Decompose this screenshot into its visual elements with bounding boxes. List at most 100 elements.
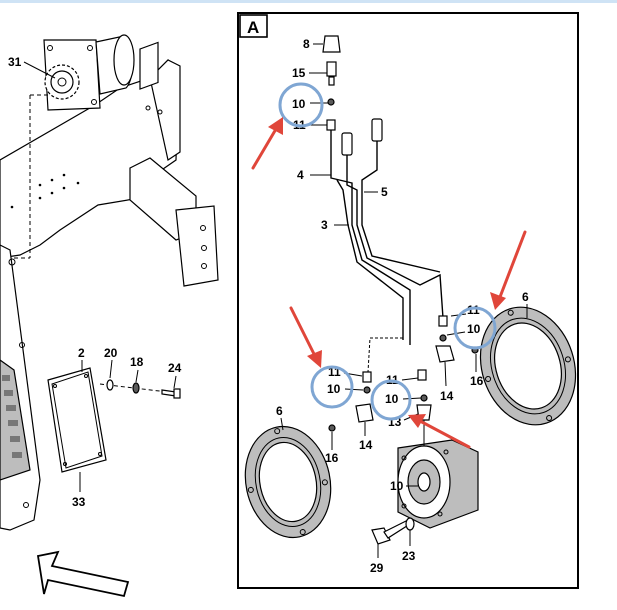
flange-hole: [87, 45, 93, 51]
hose-3: [361, 141, 441, 273]
callout-3: 3: [321, 218, 328, 232]
callout-6-left: 6: [276, 404, 283, 418]
bracket-hole: [145, 105, 151, 111]
cover-hole: [53, 384, 57, 388]
callout-5: 5: [381, 185, 388, 199]
cover-hole: [63, 462, 67, 466]
bracket-tab: [139, 41, 159, 90]
leader-20: [109, 359, 113, 379]
fitting-11-mid: [417, 369, 427, 381]
callout-24: 24: [168, 361, 182, 375]
elbow-14-left: [355, 403, 374, 423]
callout-31: 31: [8, 55, 22, 69]
motor-end: [113, 34, 135, 86]
cover-hole: [84, 374, 88, 378]
adapter-15-thread: [328, 76, 335, 86]
callout-14-right: 14: [440, 389, 454, 403]
fitting-11-left: [362, 371, 372, 383]
callout-10-right: 10: [467, 322, 481, 336]
leader-18: [135, 369, 139, 383]
plate-rivets: [10, 173, 80, 209]
housing-screw: [8, 258, 16, 266]
callout-29: 29: [370, 561, 384, 575]
leader-14-right: [444, 361, 447, 387]
sprocket-bore: [57, 77, 67, 87]
callout-33: 33: [72, 495, 86, 509]
left-assembly: 31 2 33 20 18: [0, 34, 219, 598]
dashed-connection: [367, 337, 403, 373]
flange-6-right: [479, 306, 577, 426]
callout-10-motor: 10: [390, 479, 404, 493]
washer-20: [106, 379, 114, 391]
screw-24-head: [173, 388, 181, 399]
callout-16-right: 16: [470, 374, 484, 388]
arrow-left: [289, 306, 317, 358]
washer-18: [132, 382, 140, 394]
annotation-arrows: [251, 117, 527, 449]
view-direction-arrow: [36, 550, 130, 598]
plate-hole: [201, 263, 207, 269]
housing-screw: [23, 502, 29, 508]
leader-31: [23, 61, 56, 79]
highlight-circle-mid: [370, 379, 412, 421]
oring-10-right: [439, 334, 447, 342]
callout-6-right: 6: [522, 290, 529, 304]
highlight-circle-left: [310, 365, 354, 409]
elbow-14-right: [435, 345, 455, 363]
arrow-top: [251, 127, 278, 170]
callout-11-right: 11: [467, 303, 480, 317]
callout-10-left: 10: [327, 382, 341, 396]
bracket-side-plate: [149, 59, 181, 161]
hose-4: [330, 130, 411, 345]
hydraulic-harness: 8 15 10 11 4 5 3 11 10 14 16: [244, 35, 577, 575]
flange-hole: [47, 45, 53, 51]
highlight-circle-top: [278, 82, 324, 128]
panel-label-box: [239, 14, 268, 38]
adapter-15: [326, 61, 337, 77]
callout-10-top: 10: [292, 97, 306, 111]
plate-hole: [201, 245, 207, 251]
bracket-hole: [157, 109, 163, 115]
flange-6-left: [244, 425, 332, 539]
leader-10-mid: [402, 397, 422, 400]
callout-8: 8: [303, 37, 310, 51]
tube-end-plate: [175, 205, 219, 287]
arrow-bottom: [418, 419, 471, 449]
housing-screw: [19, 342, 25, 348]
sprocket-hub: [50, 70, 74, 94]
hose-fitting: [341, 132, 353, 156]
fitting-11-top: [326, 119, 336, 131]
washer-23: [405, 517, 415, 531]
callout-23: 23: [402, 549, 416, 563]
leader-10-left: [344, 388, 364, 391]
cover-plate-inner: [51, 371, 103, 469]
oring-16-left: [328, 424, 336, 432]
board-components: [2, 375, 22, 458]
callout-4: 4: [297, 168, 304, 182]
callout-16-left: 16: [325, 451, 339, 465]
leader-24: [173, 375, 177, 389]
oring-10-left: [363, 386, 371, 394]
wheel-motor: [397, 420, 479, 529]
callout-15: 15: [292, 66, 306, 80]
leader-11-mid: [401, 377, 419, 381]
callout-20: 20: [104, 346, 118, 360]
cover-plate: [47, 367, 107, 473]
cap-8: [322, 35, 341, 53]
leader-6-left: [280, 417, 284, 431]
arrowhead-bottom: [408, 414, 426, 428]
highlight-circle-right: [453, 306, 497, 350]
fitting-11-right: [438, 315, 448, 327]
cover-hole: [98, 452, 102, 456]
hose-fitting: [371, 118, 383, 142]
oring-10-top: [327, 98, 335, 106]
hose-5: [346, 155, 444, 319]
arrowhead-left: [307, 350, 322, 368]
plate-hole: [200, 225, 206, 231]
callout-10-mid: 10: [385, 392, 399, 406]
panel-label: A: [247, 18, 259, 37]
header-strip: [0, 0, 617, 3]
arrow-right: [498, 230, 527, 299]
arrowhead-right: [490, 292, 506, 310]
flange-hole: [91, 99, 97, 105]
